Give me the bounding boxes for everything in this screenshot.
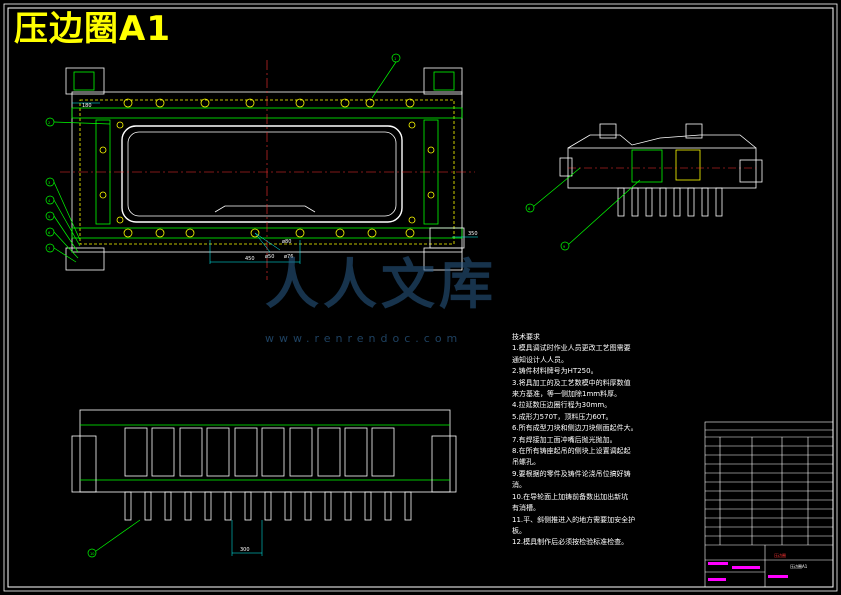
svg-text:3: 3 bbox=[48, 181, 50, 185]
svg-text:10: 10 bbox=[90, 552, 94, 556]
note-line: 3.将具加工的及工艺数模中的料厚数值 bbox=[512, 378, 631, 387]
side-view-center-block bbox=[631, 149, 663, 183]
note-line: 吊螺孔。 bbox=[512, 458, 540, 467]
note-line: 12.模具制作后必须按检验标准检查。 bbox=[512, 538, 629, 547]
corner-guide-tl bbox=[73, 71, 95, 91]
title-block-magenta-c bbox=[708, 578, 726, 581]
note-line: 板。 bbox=[512, 526, 526, 535]
balloon-labels: 1 2 3 4 5 6 7 8 9 10 bbox=[48, 57, 565, 556]
dim-top-view-left: 180 bbox=[82, 103, 92, 109]
watermark: 人人文库 www.renrendoc.com bbox=[265, 240, 565, 350]
watermark-text: 人人文库 bbox=[265, 253, 497, 316]
blank-holder-opening-inner bbox=[127, 131, 397, 217]
front-view-right-end bbox=[431, 435, 457, 493]
front-view-left-end bbox=[71, 435, 97, 493]
opening-notch bbox=[214, 205, 316, 213]
corner-block-tl bbox=[65, 67, 105, 95]
corner-block-tr bbox=[423, 67, 463, 95]
svg-text:6: 6 bbox=[48, 231, 50, 235]
side-view-top-profile bbox=[567, 134, 757, 149]
corner-guide-tr bbox=[433, 71, 455, 91]
note-line: 10.在导轮面上加铸前备数出加出新坑 bbox=[512, 492, 629, 501]
note-line: 8.在所有铸座起吊的侧块上设置调起起 bbox=[512, 447, 631, 456]
side-guide-right bbox=[429, 227, 465, 249]
note-line: 1.模具调试时作业人员更改工艺图需要 bbox=[512, 344, 631, 353]
svg-text:1: 1 bbox=[394, 57, 396, 61]
front-view bbox=[71, 409, 457, 556]
outer-frame bbox=[3, 3, 838, 592]
side-view-right-block bbox=[675, 149, 701, 181]
front-view-posts bbox=[124, 491, 412, 521]
bolt-holes-top bbox=[123, 98, 415, 108]
svg-text:2: 2 bbox=[48, 121, 50, 125]
note-line: 7.有焊接加工面冲嘴后抛光抛加。 bbox=[512, 435, 617, 444]
blank-holder-opening bbox=[121, 125, 403, 223]
note-line: 6.所有成型刀块和侧边刀块侧面起件大。 bbox=[512, 424, 638, 433]
note-line: 9.要根据的零件及铸件论浇吊位搞好铸 bbox=[512, 469, 631, 478]
svg-text:7: 7 bbox=[48, 247, 50, 251]
note-line: 5.成形力570T，顶料压力60T。 bbox=[512, 412, 613, 421]
note-line: 2.铸件材料牌号为HT250。 bbox=[512, 367, 598, 376]
note-line: 来方基准，等一侧加除1mm料厚。 bbox=[512, 390, 622, 399]
top-view bbox=[60, 60, 478, 280]
note-line: 4.拉延数压边圈行程为30mm。 bbox=[512, 401, 612, 410]
inner-frame bbox=[7, 7, 834, 588]
technical-requirements: 技术要求 1.模具调试时作业人员更改工艺图需要 通知设计人人员。 2.铸件材料牌… bbox=[512, 332, 692, 549]
bolt-holes-sides bbox=[99, 121, 435, 224]
side-view bbox=[559, 123, 763, 217]
svg-text:9: 9 bbox=[563, 245, 565, 249]
drawing-title: 压边圈A1 bbox=[14, 9, 171, 49]
watermark-url: www.renrendoc.com bbox=[265, 332, 463, 345]
title-block-magenta-a bbox=[708, 562, 728, 565]
note-line: 消。 bbox=[512, 481, 526, 490]
side-view-posts bbox=[617, 187, 723, 217]
part-balloons bbox=[45, 53, 641, 558]
dim-front-view-bottom: 300 bbox=[240, 547, 250, 553]
svg-text:8: 8 bbox=[528, 207, 530, 211]
dim-top-view-phi-a: ø80 bbox=[282, 239, 291, 245]
dim-top-view-phi-c: ø76 bbox=[284, 254, 293, 260]
title-block-part-name: 压边圈A1 bbox=[790, 563, 808, 569]
svg-text:4: 4 bbox=[48, 199, 51, 203]
front-view-windows bbox=[124, 427, 395, 477]
technical-requirements-heading: 技术要求 bbox=[512, 333, 540, 341]
dim-top-view-right: 350 bbox=[468, 231, 478, 237]
bolt-holes-bottom bbox=[123, 228, 415, 238]
title-block-magenta-d bbox=[768, 575, 788, 578]
title-block-company: 压边圈 bbox=[774, 552, 786, 558]
dim-top-view-bottom: 450 bbox=[245, 256, 255, 262]
note-line: 通知设计人人员。 bbox=[512, 355, 568, 364]
title-block-magenta-b bbox=[732, 566, 760, 569]
corner-block-bl bbox=[65, 247, 105, 271]
note-line: 11.平、斜侧推进入的地方需要加安全护 bbox=[512, 515, 636, 524]
dim-top-view-phi-b: ø50 bbox=[265, 254, 274, 260]
title-block bbox=[704, 421, 834, 588]
note-line: 有消槽。 bbox=[512, 504, 540, 513]
svg-text:5: 5 bbox=[48, 215, 50, 219]
